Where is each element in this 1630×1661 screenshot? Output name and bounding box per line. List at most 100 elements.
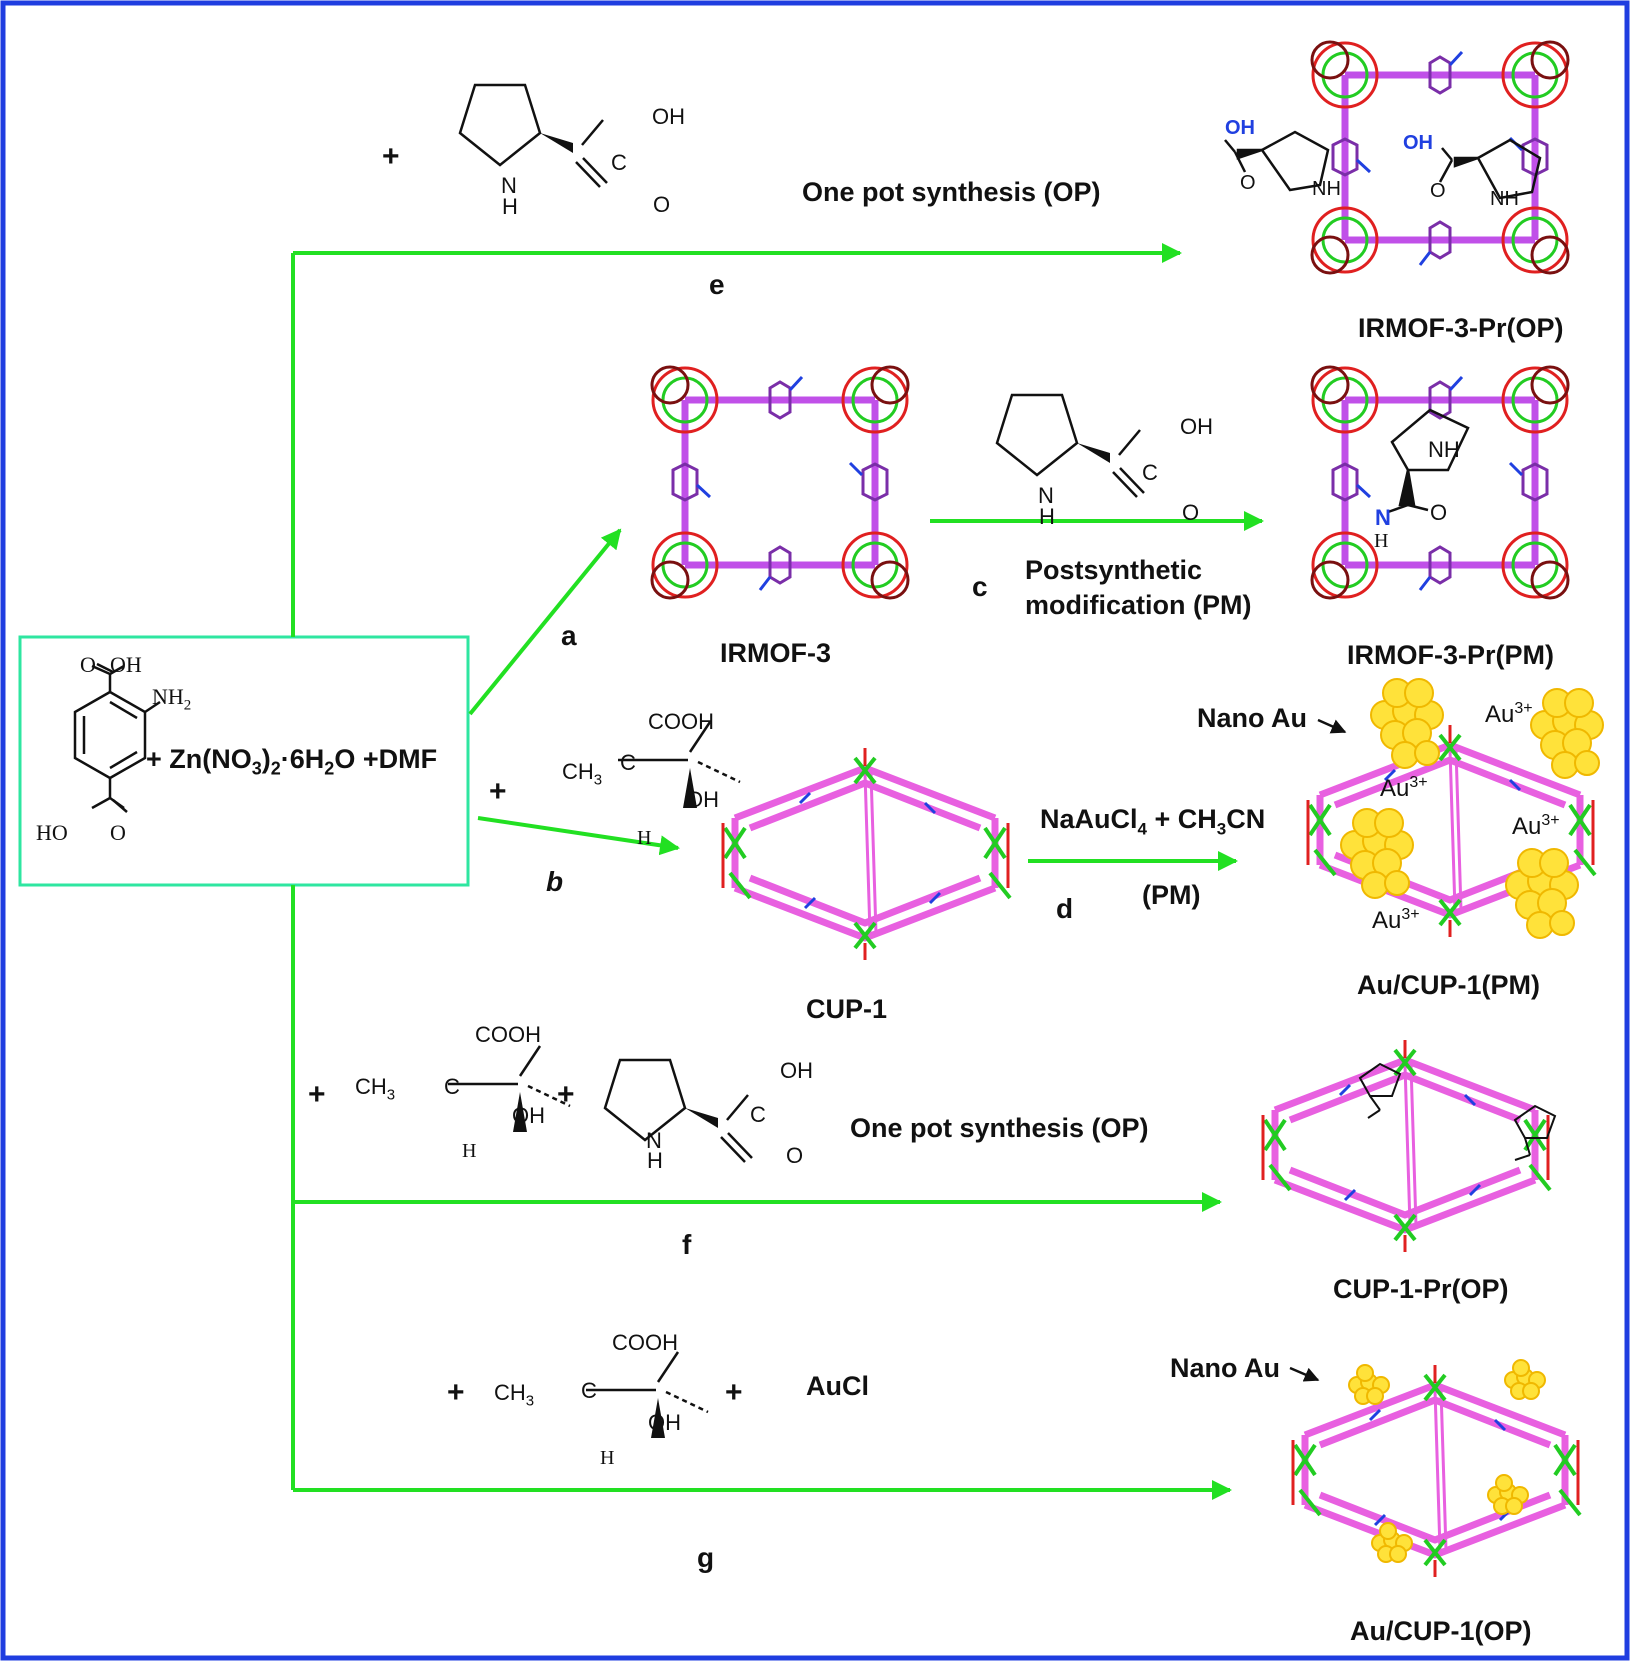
route-d-condition: (PM) (1142, 880, 1201, 910)
lactic-b-h: H (637, 827, 652, 849)
nano-au-label-pm: Nano Au (1197, 703, 1307, 733)
lactic-g-h: H (600, 1447, 615, 1469)
au-cup-1-pm-label: Au/CUP-1(PM) (1357, 970, 1540, 1000)
proline-c-o: O (1182, 500, 1200, 525)
route-f-letter: f (682, 1229, 692, 1260)
starting-material-box (18, 635, 470, 887)
lactic-f-oh: OH (512, 1103, 545, 1128)
grafted-proline-op-1 (1224, 130, 1330, 192)
route-a-arrow (468, 528, 622, 716)
route-g-plus-2: + (725, 1376, 743, 1409)
irmof-op-oh-1: OH (1225, 117, 1255, 139)
proline-f-h: H (647, 1148, 663, 1173)
proline-structure-c (995, 393, 1146, 499)
proline-e-n: N (501, 173, 517, 198)
route-e-letter: e (709, 269, 725, 300)
cup-1-framework (723, 748, 1010, 960)
irmof-pm-n: N (1375, 505, 1391, 530)
route-e-text: One pot synthesis (OP) (802, 177, 1101, 207)
au-cup-1-op-label: Au/CUP-1(OP) (1350, 1616, 1532, 1646)
proline-c-h: H (1039, 504, 1055, 529)
start-atom-oh-top: OH (110, 652, 142, 677)
irmof-op-o-2: O (1430, 180, 1446, 202)
au3-label-1: Au3+ (1485, 700, 1533, 728)
lactic-g-cooh: COOH (612, 1330, 678, 1355)
gold-nanoparticle-op-1 (1348, 1364, 1390, 1405)
proline-e-o: O (653, 192, 671, 217)
route-b-arrow (477, 816, 680, 856)
start-reagents: + Zn(NO3)2·6H2O +DMF (146, 744, 438, 779)
irmof-3-label: IRMOF-3 (720, 638, 831, 668)
route-e-plus: + (382, 140, 400, 173)
gold-nanoparticle-4 (1505, 848, 1579, 939)
gold-nanoparticle-1 (1370, 678, 1444, 769)
start-atom-o-top: O (80, 652, 96, 677)
lactic-b-c: C (620, 750, 636, 775)
proline-c-n: N (1038, 483, 1054, 508)
gold-nanoparticle-op-2 (1504, 1359, 1546, 1400)
proline-e-h: H (502, 194, 518, 219)
lactic-acid-structure-g (584, 1350, 710, 1440)
gold-nanoparticle-op-3 (1487, 1474, 1529, 1515)
route-g-letter: g (697, 1542, 715, 1573)
irmof-pm-h: H (1374, 530, 1389, 552)
grafted-proline-pm (1387, 408, 1470, 514)
lactic-b-cooh: COOH (648, 709, 714, 734)
gold-nanoparticle-2 (1530, 688, 1604, 779)
start-atom-ho-bottom: HO (36, 820, 68, 845)
route-c-letter: c (972, 571, 988, 602)
start-atom-o-bottom: O (110, 820, 126, 845)
nano-au-pointer-pm (1317, 718, 1347, 734)
lactic-g-oh: OH (648, 1410, 681, 1435)
lactic-f-ch3: CH3 (355, 1074, 396, 1104)
aminoterephthalic-acid-structure (73, 662, 161, 813)
proline-e-oh: OH (652, 104, 685, 129)
proline-e-c: C (611, 150, 627, 175)
irmof-op-o-1: O (1240, 172, 1256, 194)
proline-f-n: N (646, 1128, 662, 1153)
route-a-letter: a (561, 620, 577, 651)
irmof-3-pr-pm-framework (1312, 367, 1568, 598)
route-b-letter: b (546, 866, 564, 897)
route-c-text-2: modification (PM) (1025, 590, 1252, 620)
proline-c-oh: OH (1180, 414, 1213, 439)
proline-f-c: C (750, 1102, 766, 1127)
route-d-reagent: NaAuCl4 + CH3CN (1040, 804, 1266, 839)
lactic-b-oh: OH (686, 787, 719, 812)
route-f-plus-2: + (557, 1078, 575, 1111)
au3-label-2: Au3+ (1380, 774, 1428, 802)
irmof-op-nh-2: NH (1490, 188, 1519, 210)
nano-au-pointer-op (1289, 1366, 1320, 1382)
grafted-proline-cup-1 (1358, 1062, 1402, 1119)
proline-f-o: O (786, 1143, 804, 1168)
lactic-f-c: C (444, 1074, 460, 1099)
irmof-3-pr-op-label: IRMOF-3-Pr(OP) (1358, 313, 1564, 343)
route-f-text: One pot synthesis (OP) (850, 1113, 1149, 1143)
route-arrows (291, 243, 1264, 1500)
cup-1-pr-op-label: CUP-1-Pr(OP) (1333, 1274, 1509, 1304)
route-g-plus-1: + (447, 1376, 465, 1409)
proline-f-oh: OH (780, 1058, 813, 1083)
lactic-f-cooh: COOH (475, 1022, 541, 1047)
au3-label-3: Au3+ (1512, 812, 1560, 840)
lactic-b-ch3: CH3 (562, 759, 603, 789)
irmof-3-framework (652, 367, 908, 598)
lactic-g-c: C (581, 1378, 597, 1403)
route-b-plus: + (489, 775, 507, 808)
grafted-proline-cup-2 (1513, 1104, 1557, 1161)
route-d-letter: d (1056, 893, 1074, 924)
proline-structure-f (603, 1058, 754, 1164)
lactic-acid-structure-f (446, 1044, 572, 1134)
proline-structure-e (458, 83, 609, 189)
irmof-op-oh-2: OH (1403, 132, 1433, 154)
irmof-op-nh-1: NH (1312, 178, 1341, 200)
route-f-plus-1: + (308, 1078, 326, 1111)
lactic-f-h: H (462, 1140, 477, 1162)
irmof-pm-nh: NH (1428, 437, 1460, 462)
start-atom-nh2: NH2 (152, 684, 192, 714)
au3-label-4: Au3+ (1372, 906, 1420, 934)
irmof-pm-o: O (1430, 500, 1448, 525)
lactic-g-ch3: CH3 (494, 1380, 535, 1410)
